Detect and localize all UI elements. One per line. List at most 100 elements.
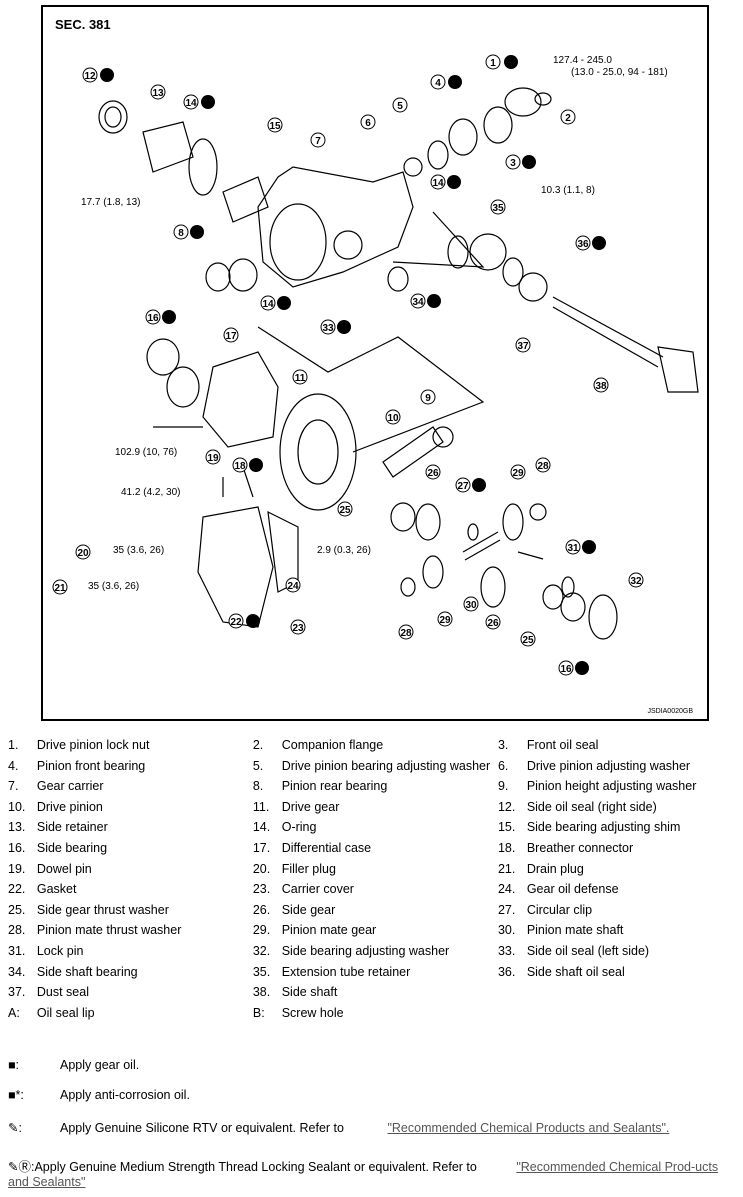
callout-29a: 29 (510, 464, 526, 480)
svg-text:14: 14 (185, 98, 197, 109)
legend-number: 15. (497, 820, 516, 835)
svg-text:20: 20 (77, 548, 89, 559)
legend-label: Companion flange (281, 738, 384, 752)
callout-2: 2 (560, 109, 576, 125)
legend-label: O-ring (281, 820, 317, 835)
legend-number: 12. (497, 799, 516, 814)
callout-13: 13 (150, 84, 166, 100)
torque-drive-pinion-nut: 127.4 - 245.0 (553, 55, 612, 66)
legend-number: 6. (497, 758, 509, 773)
legend-number: 18. (497, 840, 516, 855)
legend-number: 9. (497, 779, 509, 794)
legend-number: 33. (497, 943, 516, 958)
callout-5: 5 (392, 97, 408, 113)
legend-number: 23. (252, 882, 271, 897)
legend-label: Side shaft (281, 985, 338, 1000)
svg-text:10: 10 (387, 413, 399, 424)
torque-diff-bolt: 102.9 (10, 76) (115, 447, 178, 458)
legend-label: Gear oil defense (526, 882, 619, 897)
svg-text:2: 2 (565, 113, 571, 124)
legend-label: Differential case (281, 840, 372, 855)
legend-label: Pinion mate shaft (526, 923, 624, 938)
legend-number: 31. (8, 943, 26, 958)
gear-oil-icon: ■: (8, 1058, 20, 1072)
callout-21: 21 (52, 579, 68, 595)
callout-14b: 14 (430, 174, 446, 190)
torque-extension-tube: 10.3 (1.1, 8) (541, 185, 595, 196)
legend-number: 36. (497, 964, 516, 979)
legend-label: Gasket (36, 882, 77, 897)
recommended-chemicals-link-2[interactable]: "Recommended Chemical Prod-ucts and Seal… (8, 1160, 719, 1189)
legend-number: 10. (8, 799, 26, 814)
svg-text:38: 38 (595, 381, 607, 392)
legend-label: Lock pin (36, 943, 84, 958)
callout-14c: 14 (260, 295, 276, 311)
torque-filler-plug: 35 (3.6, 26) (113, 545, 165, 556)
svg-text:25: 25 (522, 635, 534, 646)
callout-25a: 25 (337, 501, 353, 517)
note-text: Apply gear oil. (60, 1058, 140, 1072)
legend-number: 11. (252, 799, 270, 814)
svg-text:6: 6 (365, 118, 371, 129)
legend-number: 25. (8, 902, 26, 917)
legend-label: Pinion front bearing (36, 758, 146, 773)
callout-3: 3 (505, 154, 521, 170)
legend-label: Pinion rear bearing (281, 779, 388, 794)
svg-text:31: 31 (567, 543, 579, 554)
torque-drive-pinion-nut-alt: (13.0 - 25.0, 94 - 181) (571, 67, 668, 78)
svg-text:29: 29 (439, 615, 451, 626)
drive-pinion-shape (382, 426, 444, 478)
figure-id: JSDIA0020GB (647, 708, 693, 715)
callout-23: 23 (290, 619, 306, 635)
callout-29b: 29 (437, 611, 453, 627)
callout-18: 18 (232, 457, 248, 473)
svg-text:36: 36 (577, 239, 589, 250)
legend-number: 5. (252, 758, 264, 773)
svg-text:27: 27 (457, 481, 469, 492)
svg-text:19: 19 (207, 453, 219, 464)
legend-number (498, 1006, 527, 1027)
legend-number: 34. (8, 964, 26, 979)
callout-32: 32 (628, 572, 644, 588)
note-silicone: ✎:Apply Genuine Silicone RTV or equivale… (8, 1120, 669, 1135)
legend-label: Gear carrier (36, 779, 104, 794)
legend-label: Breather connector (526, 840, 634, 855)
carrier-cover-shape (197, 506, 274, 628)
legend-label: Pinion mate gear (281, 923, 377, 938)
callout-24: 24 (285, 577, 301, 593)
legend-number: 24. (497, 882, 516, 897)
legend-number: 35. (252, 964, 271, 979)
recommended-chemicals-link[interactable]: "Recommended Chemical Products and Seala… (387, 1121, 670, 1135)
section-label: SEC. 381 (55, 17, 111, 32)
svg-text:14: 14 (432, 178, 444, 189)
gear-carrier-shape (257, 166, 414, 288)
callout-38: 38 (593, 377, 609, 393)
legend-label: Drive pinion bearing adjusting washer (281, 758, 491, 773)
svg-text:32: 32 (630, 576, 642, 587)
callout-34: 34 (410, 293, 426, 309)
legend-label: Side oil seal (left side) (526, 943, 650, 958)
legend-label: Drive pinion adjusting washer (526, 758, 691, 773)
legend-number: 27. (497, 902, 516, 917)
callout-4: 4 (430, 74, 446, 90)
legend-number: 17. (252, 840, 271, 855)
legend-label: Front oil seal (526, 738, 599, 752)
silicone-rtv-icon: ✎: (8, 1121, 22, 1135)
legend-label: Drive pinion lock nut (36, 738, 150, 752)
svg-text:29: 29 (512, 468, 524, 479)
legend-number: 29. (252, 923, 271, 938)
svg-text:14: 14 (262, 299, 274, 310)
callout-16b: 16 (558, 660, 574, 676)
svg-text:33: 33 (322, 323, 334, 334)
legend-number: 20. (252, 861, 271, 876)
note-anti-corrosion: ■*:Apply anti-corrosion oil. (8, 1088, 190, 1102)
legend-label: Side gear thrust washer (36, 902, 169, 917)
note-gear-oil: ■: Apply gear oil. (8, 1058, 139, 1072)
